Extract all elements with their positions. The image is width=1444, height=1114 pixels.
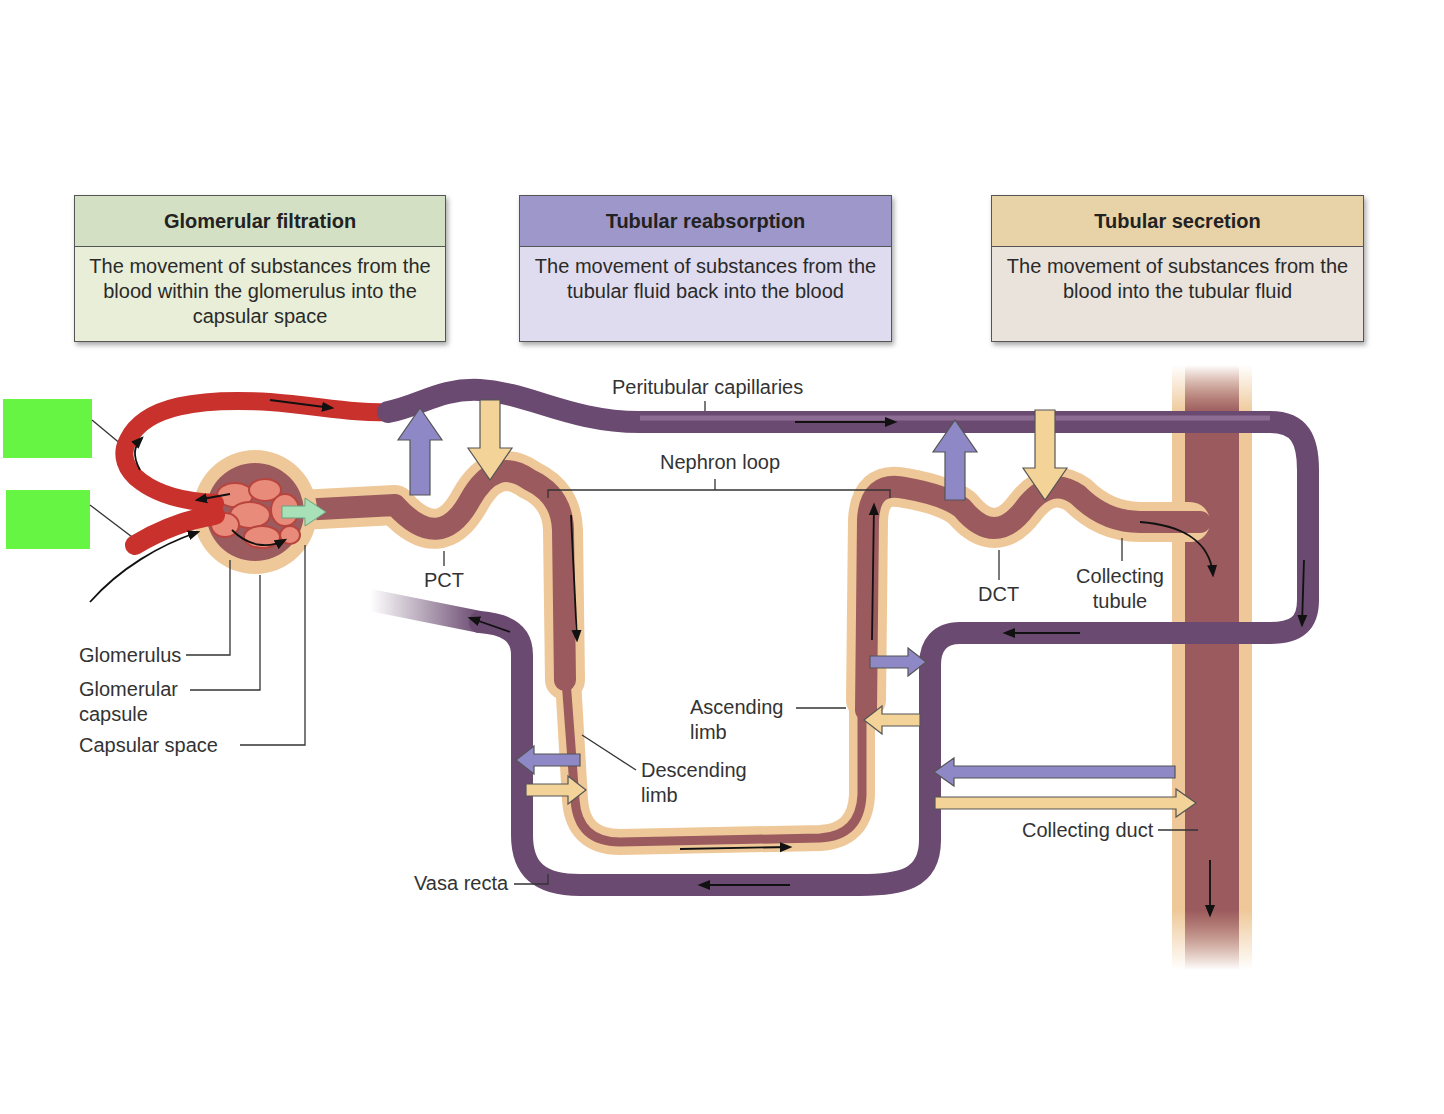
part-label: Collecting tubule (1065, 564, 1175, 614)
part-label: Peritubular capillaries (612, 375, 803, 400)
box-body: The movement of substances from the tubu… (520, 247, 891, 311)
box-body: The movement of substances from the bloo… (75, 247, 445, 336)
part-label: Ascending limb (690, 695, 795, 745)
box-heading: Tubular reabsorption (520, 196, 891, 247)
part-label: Descending limb (641, 758, 766, 808)
part-label: DCT (978, 582, 1019, 607)
process-box: Glomerular filtrationThe movement of sub… (74, 195, 446, 342)
part-label: Collecting duct (1022, 818, 1153, 843)
part-label: Capsular space (79, 733, 218, 758)
part-label: Vasa recta (414, 871, 508, 896)
box-body: The movement of substances from the bloo… (992, 247, 1363, 311)
box-heading: Glomerular filtration (75, 196, 445, 247)
part-label: Nephron loop (660, 450, 780, 475)
part-label: Glomerular capsule (79, 677, 191, 727)
box-heading: Tubular secretion (992, 196, 1363, 247)
part-label: Glomerulus (79, 643, 181, 668)
part-label: PCT (424, 568, 464, 593)
process-box: Tubular reabsorptionThe movement of subs… (519, 195, 892, 342)
process-box: Tubular secretionThe movement of substan… (991, 195, 1364, 342)
